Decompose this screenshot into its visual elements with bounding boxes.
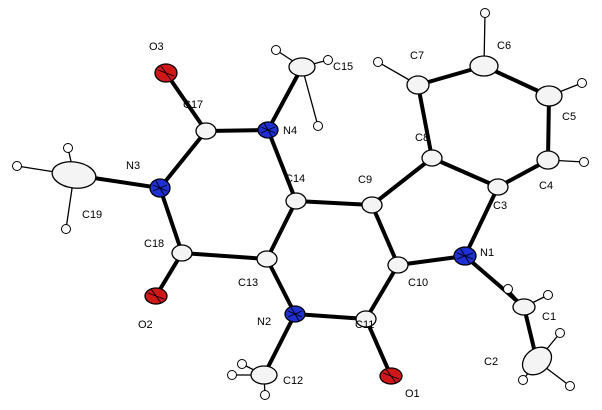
atom-c8 — [421, 149, 443, 167]
atom-c12 — [250, 365, 278, 385]
atom-c18 — [171, 244, 193, 262]
label-c12: C12 — [283, 375, 303, 387]
atom-n1 — [453, 246, 477, 266]
carbon-atoms — [51, 55, 563, 385]
label-c8: C8 — [415, 132, 429, 144]
bond-c8-c9 — [370, 156, 434, 207]
label-c9: C9 — [358, 174, 372, 186]
bond-c17-n3 — [158, 129, 208, 190]
label-c19: C19 — [82, 209, 102, 221]
atom-c13 — [256, 250, 278, 268]
nitrogen-atoms — [149, 121, 477, 323]
oxygen-atoms — [144, 63, 403, 385]
atom-c1 — [512, 298, 536, 316]
bond-c8-c7 — [416, 83, 434, 160]
hydrogen-atoms — [12, 8, 589, 400]
atom-c2 — [521, 346, 553, 376]
label-c11: C11 — [355, 319, 374, 331]
bond-c13-n2 — [265, 257, 297, 316]
label-c2: C2 — [484, 356, 498, 368]
atom-n4 — [257, 121, 279, 139]
atom-c6 — [469, 55, 499, 77]
atom-n3 — [149, 178, 171, 198]
bond-c9-c10 — [370, 203, 400, 267]
label-c4: C4 — [539, 180, 553, 192]
label-n1: N1 — [480, 247, 494, 259]
label-o3: O3 — [149, 41, 164, 53]
bonds — [72, 64, 551, 378]
bond-c17-o3 — [164, 71, 208, 133]
atom-n2 — [284, 305, 306, 323]
label-n2: N2 — [257, 316, 271, 328]
bond-c18-c13 — [180, 251, 269, 261]
atom-c17 — [195, 122, 217, 140]
bond-n2-c12 — [262, 312, 297, 377]
atom-o3 — [154, 63, 178, 83]
bond-c14-c13 — [265, 199, 298, 261]
label-o1: O1 — [405, 388, 420, 400]
atom-c10 — [387, 256, 409, 274]
atom-c19 — [51, 161, 97, 189]
label-c17: C17 — [183, 99, 203, 111]
bond-c11-c10 — [364, 263, 400, 321]
bond-n1-c3 — [463, 185, 500, 258]
label-n4: N4 — [283, 125, 297, 137]
atom-c4 — [536, 150, 560, 170]
label-c5: C5 — [562, 111, 576, 123]
atom-labels: O1 O2 O3 N1 N2 N3 N4 C1 C2 C3 C4 C5 C6 C… — [82, 40, 576, 400]
bond-c11-o1 — [364, 317, 393, 378]
label-c13: C13 — [238, 277, 258, 289]
bond-n3-c18 — [158, 186, 184, 255]
atom-c14 — [285, 192, 307, 210]
label-n3: N3 — [126, 160, 140, 172]
atom-c5 — [535, 85, 563, 107]
label-c1: C1 — [542, 311, 556, 323]
atom-c15 — [288, 57, 316, 77]
label-c10: C10 — [408, 277, 428, 289]
bond-c9-c14 — [294, 199, 374, 207]
bond-c14-n4 — [266, 128, 298, 203]
bond-c3-c8 — [430, 156, 500, 189]
label-c3: C3 — [493, 200, 507, 212]
label-c14: C14 — [285, 173, 305, 185]
bond-n2-c11 — [293, 312, 368, 321]
bond-n4-c15 — [266, 65, 304, 132]
label-c7: C7 — [410, 50, 424, 62]
atom-c11 — [355, 310, 377, 328]
atom-c3 — [487, 178, 509, 196]
label-c15: C15 — [333, 61, 353, 73]
bond-c5-c4 — [546, 94, 551, 162]
atom-o2 — [144, 287, 168, 305]
bond-n1-c1 — [463, 254, 526, 309]
atom-o1 — [379, 367, 403, 385]
atom-c9 — [361, 196, 383, 214]
label-c6: C6 — [497, 40, 511, 52]
atom-c7 — [406, 75, 430, 95]
label-o2: O2 — [138, 319, 153, 331]
label-c18: C18 — [144, 238, 164, 250]
